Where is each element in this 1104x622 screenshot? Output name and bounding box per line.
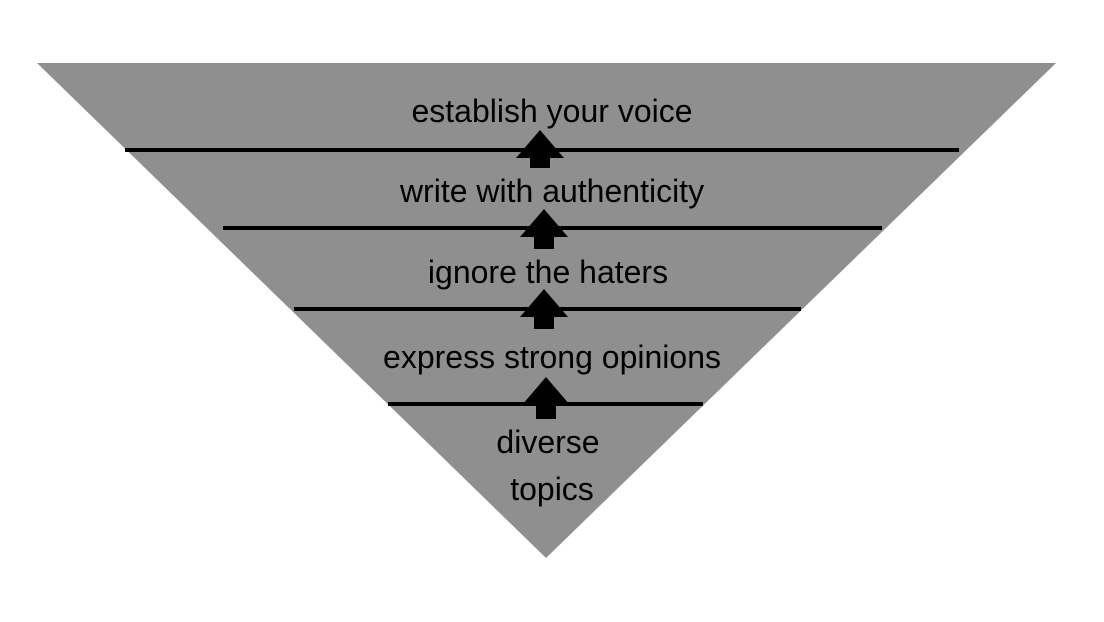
layer-label-1: establish your voice xyxy=(411,93,692,129)
arrow-up-icon xyxy=(520,209,568,249)
layer-label-3: ignore the haters xyxy=(428,254,668,290)
layer-label-2: write with authenticity xyxy=(399,173,704,209)
layer-label-4: express strong opinions xyxy=(383,339,721,375)
layer-label-5-line-1: diverse xyxy=(496,424,599,460)
arrow-up-icon xyxy=(522,377,570,419)
arrow-up-icon xyxy=(520,289,568,329)
arrow-up-icon xyxy=(516,130,564,168)
layer-label-5-line-2: topics xyxy=(510,471,594,507)
